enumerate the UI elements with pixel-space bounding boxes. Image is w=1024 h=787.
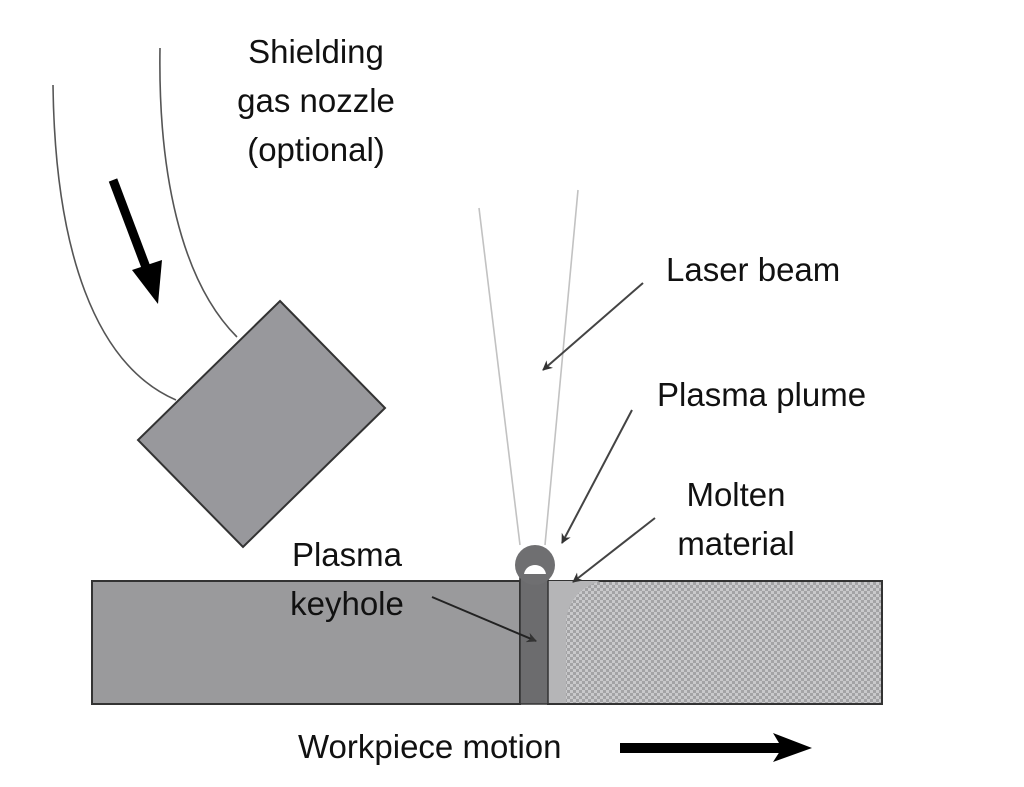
nozzle-head	[136, 299, 387, 549]
plasma-plume	[515, 545, 555, 585]
plasma-plume-label: Plasma plume	[657, 376, 866, 413]
workpiece-base	[91, 580, 521, 705]
nozzle-label-line2: gas nozzle	[237, 82, 395, 119]
nozzle-tube-outer	[52, 84, 177, 401]
plasma-keyhole-label-line1: Plasma	[292, 536, 403, 573]
plasma-keyhole-label-line2: keyhole	[290, 585, 404, 622]
gas-flow-arrow	[108, 178, 162, 304]
nozzle-tube-inner	[159, 47, 238, 338]
weld-region	[547, 580, 883, 705]
molten-material-leader	[572, 517, 656, 583]
molten-material-label-line1: Molten	[686, 476, 785, 513]
nozzle-label-line3: (optional)	[247, 131, 385, 168]
plasma-plume-leader	[561, 409, 633, 544]
nozzle-label-line1: Shielding	[248, 33, 384, 70]
laser-beam-leader	[542, 282, 644, 371]
workpiece-motion-arrow	[620, 733, 812, 762]
laser-beam-edge-right	[544, 189, 579, 546]
molten-material	[548, 581, 600, 703]
workpiece-motion-label: Workpiece motion	[298, 728, 562, 765]
laser-beam-edge-left	[478, 207, 521, 546]
molten-material-label-line2: material	[677, 525, 794, 562]
laser-beam-label: Laser beam	[666, 251, 840, 288]
plasma-keyhole-leader	[431, 596, 537, 643]
